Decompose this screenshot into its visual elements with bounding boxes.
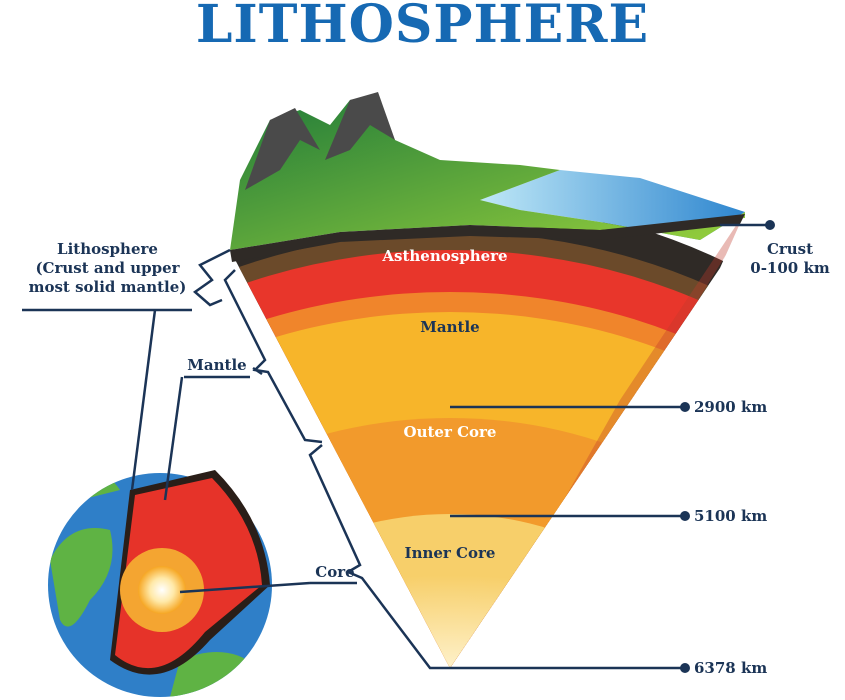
inner-core-label: Inner Core <box>404 544 496 562</box>
depth-2900-marker <box>680 402 690 412</box>
depth-6378-label: 6378 km <box>694 659 768 677</box>
crust-marker <box>765 220 775 230</box>
lithosphere-label: Lithosphere (Crust and upper most solid … <box>15 240 200 297</box>
globe <box>48 470 272 697</box>
mantle-layer-label: Mantle <box>420 318 480 336</box>
mantle-label: Mantle <box>187 356 247 374</box>
crust-depth-label: Crust 0-100 km <box>740 240 840 278</box>
outer-core-label: Outer Core <box>403 423 497 441</box>
core-label: Core <box>315 563 355 581</box>
lithosphere-label-line1: Lithosphere <box>57 240 158 258</box>
crust-label-line2: 0-100 km <box>750 259 830 277</box>
page-title: LITHOSPHERE <box>195 0 650 55</box>
asthenosphere-label: Asthenosphere <box>382 247 508 265</box>
annotation-lines <box>22 223 770 670</box>
lithosphere-label-line2: (Crust and upper <box>35 259 180 277</box>
crust-label-line1: Crust <box>766 240 814 258</box>
inner-core-layer <box>230 514 690 668</box>
depth-5100-marker <box>680 511 690 521</box>
mountains <box>245 92 395 190</box>
depth-5100-label: 5100 km <box>694 507 768 525</box>
lithosphere-label-line3: most solid mantle) <box>28 278 187 296</box>
depth-6378-marker <box>680 663 690 673</box>
depth-2900-label: 2900 km <box>694 398 768 416</box>
